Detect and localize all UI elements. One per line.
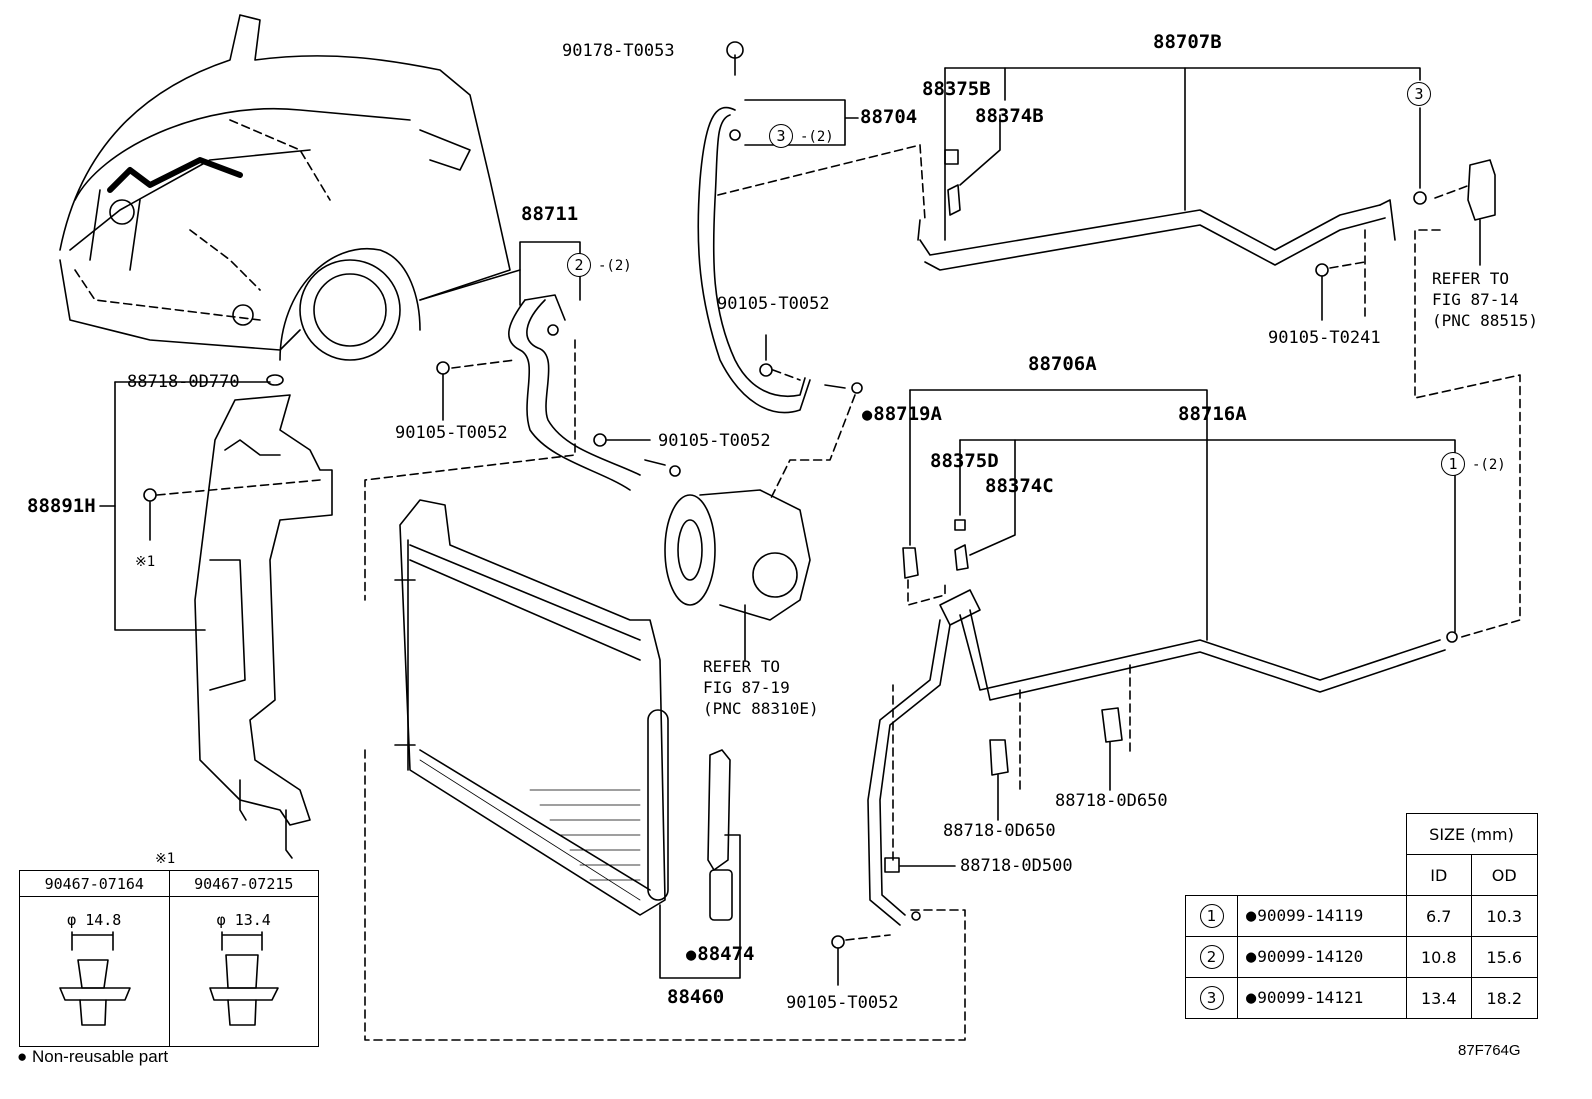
size-col-od: OD (1471, 854, 1538, 896)
part-label-88716A: 88716A (1178, 403, 1247, 425)
clip-dia-1: φ 14.8 (19, 896, 170, 1047)
o-ring-qty-1: -(2) (1472, 457, 1506, 473)
clip-part-2: 90467-07215 (168, 870, 319, 897)
part-label-88375D: 88375D (930, 450, 999, 472)
o-ring-callout-3-top: 3 (769, 124, 793, 148)
size-row: 2 90099-14120 10.8 15.6 (1185, 936, 1538, 978)
o-ring-callout-2: 2 (567, 253, 591, 277)
o-ring-qty-3-top: -(2) (800, 129, 834, 145)
size-row-part: 90099-14120 (1246, 947, 1363, 966)
part-label-90178-T0053: 90178-T0053 (562, 41, 675, 61)
clip-table: 90467-07164 90467-07215 φ 14.8 φ 13.4 (19, 870, 319, 1047)
part-label-88711: 88711 (521, 203, 579, 225)
size-row-id: 10.8 (1405, 936, 1472, 978)
size-row-num: 1 (1199, 904, 1224, 928)
shroud-illustration (143, 374, 333, 859)
condenser-illustration (364, 499, 966, 1041)
o-ring-callout-1: 1 (1441, 452, 1465, 476)
part-label-88718-0D770: 88718-0D770 (127, 372, 240, 392)
dryer-illustration (707, 749, 733, 921)
o-ring-size-table: SIZE (mm) ID OD 1 90099-14119 6.7 10.3 2… (1185, 813, 1538, 1019)
size-row-num: 2 (1199, 945, 1224, 969)
bolts (436, 261, 1366, 986)
part-label-88704: 88704 (860, 106, 918, 128)
size-row: 1 90099-14119 6.7 10.3 (1185, 895, 1538, 937)
vehicle-illustration (59, 14, 521, 361)
part-label-90105-T0052-left: 90105-T0052 (395, 423, 508, 443)
figure-id: 87F764G (1458, 1042, 1521, 1059)
size-row-od: 10.3 (1471, 895, 1538, 937)
refer-note-valve: REFER TO FIG 87-14 (PNC 88515) (1432, 269, 1538, 330)
hose-88704 (697, 41, 926, 501)
clip-part-1: 90467-07164 (19, 870, 170, 897)
size-row-id: 6.7 (1405, 895, 1472, 937)
size-row-num: 3 (1199, 986, 1224, 1010)
compressor-illustration (664, 489, 811, 661)
part-label-88474: 88474 (686, 945, 754, 964)
size-row-od: 18.2 (1471, 977, 1538, 1019)
o-ring-callout-3-right: 3 (1407, 82, 1431, 106)
legend-non-reusable: ● Non-reusable part (17, 1047, 168, 1067)
part-label-88460: 88460 (667, 986, 725, 1008)
refer-note-compressor: REFER TO FIG 87-19 (PNC 88310E) (703, 657, 819, 718)
size-table-header: SIZE (mm) (1405, 813, 1538, 855)
part-label-90105-T0052-bottom: 90105-T0052 (786, 993, 899, 1013)
clip-table-mark: ※1 (155, 851, 176, 867)
size-row-part: 90099-14119 (1246, 906, 1363, 925)
size-row-part: 90099-14121 (1246, 988, 1363, 1007)
part-label-88374B: 88374B (975, 105, 1044, 127)
size-row-id: 13.4 (1405, 977, 1472, 1019)
size-col-id: ID (1405, 854, 1472, 896)
clamps (989, 707, 1123, 821)
o-ring-qty-2: -(2) (598, 258, 632, 274)
legend-text: Non-reusable part (32, 1047, 169, 1066)
clip-mark-label: ※1 (135, 554, 156, 570)
pipe-88707B (917, 67, 1471, 321)
size-row-od: 15.6 (1471, 936, 1538, 978)
part-label-88718-0D500: 88718-0D500 (960, 856, 1073, 876)
part-label-90105-T0241: 90105-T0241 (1268, 328, 1381, 348)
expansion-valve-illustration (1414, 159, 1521, 639)
part-label-90105-T0052-upper: 90105-T0052 (717, 294, 830, 314)
part-label-88718-0D650-right: 88718-0D650 (1055, 791, 1168, 811)
part-label-88719A: 88719A (862, 405, 942, 424)
part-label-88375B: 88375B (922, 78, 991, 100)
part-label-88706A: 88706A (1028, 353, 1097, 375)
part-label-90105-T0052-mid: 90105-T0052 (658, 431, 771, 451)
legend-dot-icon: ● (17, 1047, 32, 1066)
clip-dia-2: φ 13.4 (168, 896, 319, 1047)
part-label-88707B: 88707B (1153, 31, 1222, 53)
part-label-88891H: 88891H (27, 495, 96, 517)
size-row: 3 90099-14121 13.4 18.2 (1185, 977, 1538, 1019)
part-label-88374C: 88374C (985, 475, 1054, 497)
part-label-88718-0D650-left: 88718-0D650 (943, 821, 1056, 841)
